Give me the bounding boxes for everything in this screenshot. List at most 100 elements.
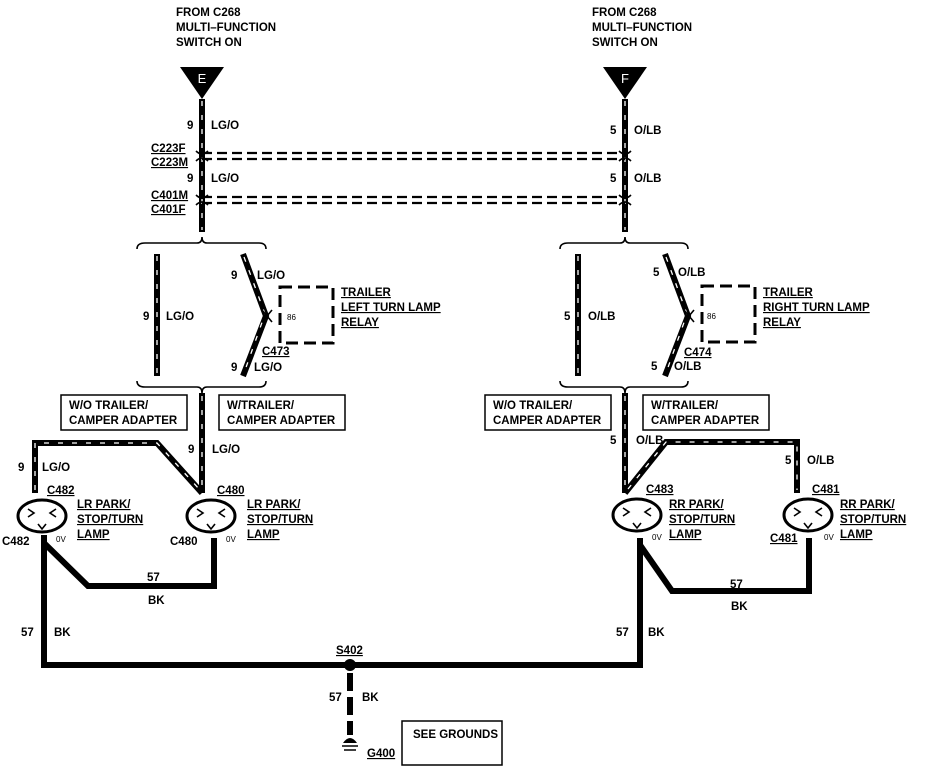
ground-drop-circuit: 57	[329, 692, 342, 704]
lamp-rr-c481: C481 C481 0V RR PARK/ STOP/TURN LAMP	[770, 484, 906, 545]
ground-left-color: BK	[54, 627, 71, 639]
left-trunk-circuit-1: 9	[187, 120, 193, 132]
right-c481-feed-color: O/LB	[807, 455, 834, 467]
connector-c223-bus	[195, 150, 632, 162]
lamp-c480-label-1: LR PARK/	[247, 499, 301, 511]
right-c481-feed-circuit: 5	[785, 455, 792, 467]
left-trunk-color-2: LG/O	[211, 173, 239, 185]
left-option-with-line2: CAMPER ADAPTER	[227, 415, 336, 427]
lamp-c482-label-2: STOP/TURN	[77, 514, 143, 526]
ground-wires: 57 BK 57 BK 57 BK 57 BK	[21, 535, 812, 668]
left-relay-in-circuit: 9	[231, 270, 237, 282]
connector-e-letter: E	[198, 71, 207, 86]
lamp-c480-label-3: LAMP	[247, 529, 280, 541]
left-option-without-line1: W/O TRAILER/	[69, 400, 149, 412]
connector-c401m: C401M	[151, 190, 188, 202]
left-c482-feed-circuit: 9	[18, 462, 24, 474]
right-option-without-line2: CAMPER ADAPTER	[493, 415, 602, 427]
left-option-without: W/O TRAILER/ CAMPER ADAPTER	[60, 394, 188, 431]
right-bottom-brace	[559, 380, 689, 394]
right-trunk-circuit-1: 5	[610, 125, 617, 137]
right-without-color: O/LB	[588, 311, 615, 323]
left-relay-pin: 86	[287, 313, 296, 322]
left-c482-feed-color: LG/O	[42, 462, 70, 474]
lamp-c483-label-1: RR PARK/	[669, 499, 725, 511]
right-option-without-line1: W/O TRAILER/	[493, 400, 573, 412]
lamp-rr-c483: C483 0V RR PARK/ STOP/TURN LAMP	[611, 484, 735, 542]
left-without-color: LG/O	[166, 311, 194, 323]
lamp-bulb-icon	[16, 498, 68, 534]
see-grounds-text: SEE GROUNDS	[413, 729, 498, 741]
left-trunk-circuit-2: 9	[187, 173, 193, 185]
connector-c473: C473	[262, 346, 290, 358]
left-relay-label-3: RELAY	[341, 317, 379, 329]
ground-point-label: G400	[367, 748, 395, 760]
ground-symbol-icon	[343, 738, 357, 743]
left-c480-feed-circuit: 9	[188, 444, 194, 456]
left-relay-label-2: LEFT TURN LAMP	[341, 302, 441, 314]
lamp-c483-label-2: STOP/TURN	[669, 514, 735, 526]
lamp-c481-label-2: STOP/TURN	[840, 514, 906, 526]
lamp-c482-voltage: 0V	[56, 535, 66, 544]
right-trunk-wire: 5 O/LB 5 O/LB	[610, 99, 661, 232]
left-option-with: W/TRAILER/ CAMPER ADAPTER	[218, 394, 346, 431]
lamp-c482-label-1: LR PARK/	[77, 499, 131, 511]
lamp-c481-label-3: LAMP	[840, 529, 873, 541]
ground-right-jumper-circuit: 57	[730, 579, 743, 591]
lamp-lr-c482: C482 C482 0V LR PARK/ STOP/TURN LAMP	[2, 485, 143, 548]
ground-right-color: BK	[648, 627, 665, 639]
lamp-c482-top-connector: C482	[47, 485, 75, 497]
left-trunk-wire: 9 LG/O 9 LG/O C223F C223M C401M C401F	[151, 99, 239, 232]
lamp-lr-c480: C480 C480 0V LR PARK/ STOP/TURN LAMP	[170, 485, 313, 548]
lamp-c482-bottom-connector: C482	[2, 536, 30, 548]
right-c483-feed-color: O/LB	[636, 435, 663, 447]
right-relay-in-color: O/LB	[678, 267, 705, 279]
lamp-c481-bottom-connector: C481	[770, 533, 798, 545]
connector-c401f: C401F	[151, 204, 186, 216]
connector-f-icon	[603, 67, 647, 99]
ground-right-circuit: 57	[616, 627, 629, 639]
left-with-adapter-wire: 9 LG/O 9 LG/O C473	[231, 252, 290, 378]
lamp-bulb-icon	[611, 497, 663, 533]
source-f-line3: SWITCH ON	[592, 37, 658, 49]
right-trunk-color-1: O/LB	[634, 125, 661, 137]
lamp-c483-label-3: LAMP	[669, 529, 702, 541]
ground-drop-color: BK	[362, 692, 379, 704]
left-without-adapter-wire: 9 LG/O	[143, 254, 194, 376]
right-option-without: W/O TRAILER/ CAMPER ADAPTER	[484, 394, 612, 431]
ground-left-jumper-circuit: 57	[147, 572, 160, 584]
right-relay-in-circuit: 5	[653, 267, 660, 279]
left-turn-relay: 86 TRAILER LEFT TURN LAMP RELAY	[278, 285, 441, 345]
lamp-filament-icon	[622, 507, 652, 530]
left-bottom-brace	[136, 380, 267, 394]
splice-s402: S402 57 BK	[329, 645, 379, 735]
source-e-line2: MULTI–FUNCTION	[176, 22, 276, 34]
splice-label: S402	[336, 645, 363, 657]
ground-left-jumper-color: BK	[148, 595, 165, 607]
right-without-adapter-wire: 5 O/LB	[564, 254, 615, 376]
lamp-filament-icon	[196, 508, 226, 531]
left-relay-in-color: LG/O	[257, 270, 285, 282]
right-relay-label-2: RIGHT TURN LAMP	[763, 302, 870, 314]
source-e-line1: FROM C268	[176, 7, 241, 19]
left-without-circuit: 9	[143, 311, 149, 323]
lamp-c480-top-connector: C480	[217, 485, 245, 497]
right-top-brace	[559, 236, 689, 250]
left-relay-label-1: TRAILER	[341, 287, 392, 299]
right-without-circuit: 5	[564, 311, 571, 323]
right-turn-relay: 86 TRAILER RIGHT TURN LAMP RELAY	[700, 284, 870, 344]
left-c480-feed-color: LG/O	[212, 444, 240, 456]
right-trunk-color-2: O/LB	[634, 173, 661, 185]
connector-c401-bus	[195, 194, 632, 206]
source-e-line3: SWITCH ON	[176, 37, 242, 49]
left-relay-out-circuit: 9	[231, 362, 237, 374]
lamp-filament-icon	[27, 508, 57, 531]
see-grounds-note: SEE GROUNDS	[401, 720, 503, 766]
connector-c223f: C223F	[151, 143, 186, 155]
lamp-filament-icon	[793, 507, 823, 530]
left-option-with-line1: W/TRAILER/	[227, 400, 295, 412]
lamp-c480-label-2: STOP/TURN	[247, 514, 313, 526]
lamp-bulb-icon	[185, 498, 237, 534]
connector-f-letter: F	[621, 71, 629, 86]
connector-c223m: C223M	[151, 157, 188, 169]
